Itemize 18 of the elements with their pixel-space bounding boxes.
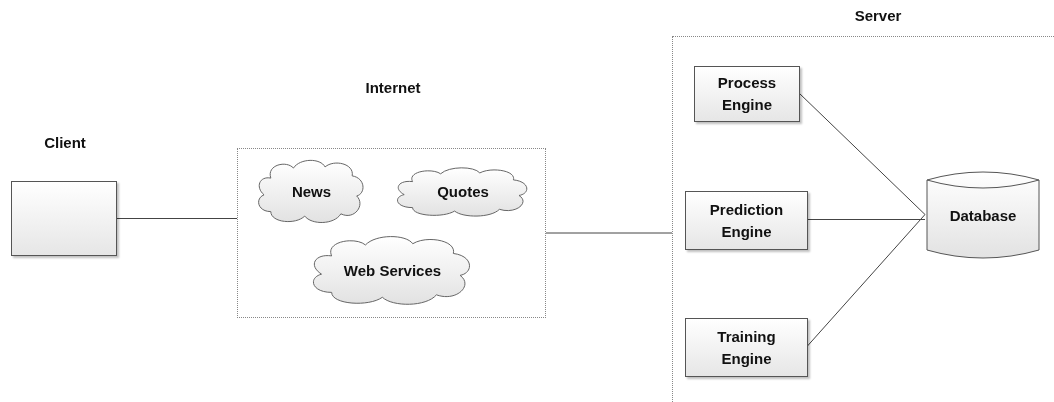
process-box xyxy=(685,318,808,377)
process-box xyxy=(685,191,808,250)
group-heading: Client xyxy=(43,134,87,151)
node-label: Prediction Engine xyxy=(708,199,785,242)
node-label: Training Engine xyxy=(716,326,777,369)
group-heading: Internet xyxy=(364,79,422,96)
connector-line xyxy=(545,232,673,234)
connector-line xyxy=(806,214,926,347)
node-label: News xyxy=(290,181,333,202)
process-box xyxy=(694,66,800,122)
node-label: Quotes xyxy=(436,182,490,203)
connector-line xyxy=(116,218,238,219)
group-heading: Server xyxy=(853,7,903,24)
connector-line xyxy=(798,92,926,215)
connector-line xyxy=(806,219,926,220)
node-label: Web Services xyxy=(342,260,443,281)
node-label: Process Engine xyxy=(716,73,778,115)
node-label: Database xyxy=(948,205,1018,226)
